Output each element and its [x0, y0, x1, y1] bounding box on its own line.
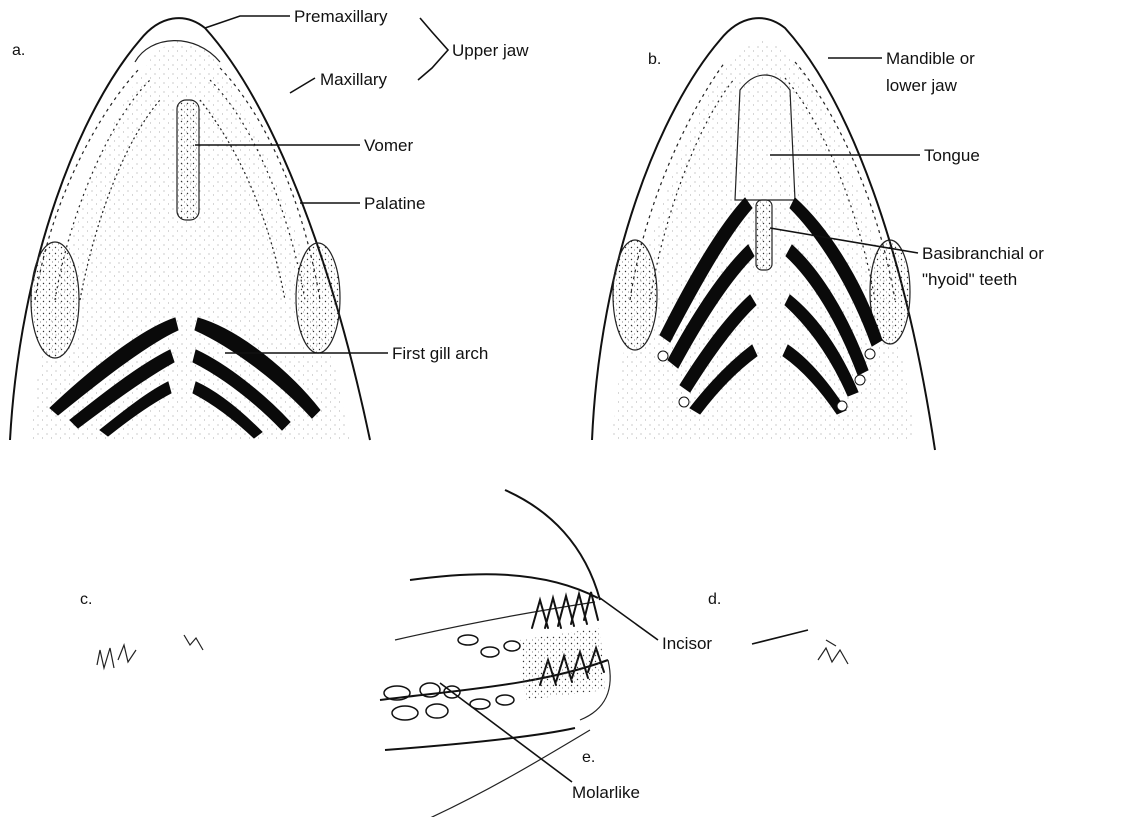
- label-tongue: Tongue: [924, 146, 980, 165]
- maxillary-leader: [290, 78, 315, 93]
- throat-line: [430, 730, 590, 817]
- incisor-leader-2: [752, 630, 808, 644]
- label-maxillary: Maxillary: [320, 70, 388, 89]
- label-mandible-line1: Mandible or: [886, 49, 975, 68]
- label-incisor: Incisor: [662, 634, 712, 653]
- basibranchial-tooth-patch: [756, 200, 772, 270]
- upper-lip-line: [410, 574, 598, 598]
- chin-line: [385, 728, 575, 750]
- label-premaxillary: Premaxillary: [294, 7, 388, 26]
- label-vomer: Vomer: [364, 136, 413, 155]
- label-molarlike: Molarlike: [572, 783, 640, 802]
- eye-left-b: [613, 240, 657, 350]
- incisor-teeth-row: [532, 592, 598, 628]
- vomer-tooth-patch: [177, 100, 199, 220]
- gill-raker-knob-5: [837, 401, 847, 411]
- label-palatine: Palatine: [364, 194, 425, 213]
- premaxillary-leader: [205, 16, 290, 28]
- label-basibranchial-line2: "hyoid" teeth: [922, 270, 1017, 289]
- gill-raker-knob-1: [658, 351, 668, 361]
- snout-outline: [505, 490, 600, 600]
- panel-a-upper-jaw-drawing: [10, 18, 370, 440]
- panel-c-sketch: [97, 635, 203, 668]
- gill-raker-knob-4: [855, 375, 865, 385]
- upper-jaw-brace: [418, 18, 448, 80]
- eye-left-a: [31, 242, 79, 358]
- panel-d-e-jaw-side-view: [380, 490, 610, 817]
- molarlike-teeth: [384, 635, 520, 720]
- eye-right-a: [296, 243, 340, 353]
- panel-label-e: e.: [582, 749, 595, 766]
- panel-label-c: c.: [80, 591, 92, 608]
- incisor-leader: [600, 598, 658, 640]
- label-mandible-line2: lower jaw: [886, 76, 958, 95]
- tooth-stipple-patch: [520, 628, 605, 700]
- label-basibranchial-line1: Basibranchial or: [922, 244, 1044, 263]
- label-upper-jaw: Upper jaw: [452, 41, 529, 60]
- panel-label-d: d.: [708, 591, 721, 608]
- panel-label-a: a.: [12, 42, 25, 59]
- panel-d-sketch: [818, 640, 848, 664]
- label-first-gill-arch: First gill arch: [392, 344, 488, 363]
- panel-label-b: b.: [648, 51, 661, 68]
- gill-raker-knob-2: [679, 397, 689, 407]
- gill-raker-knob-3: [865, 349, 875, 359]
- panel-b-lower-jaw-drawing: [592, 18, 935, 450]
